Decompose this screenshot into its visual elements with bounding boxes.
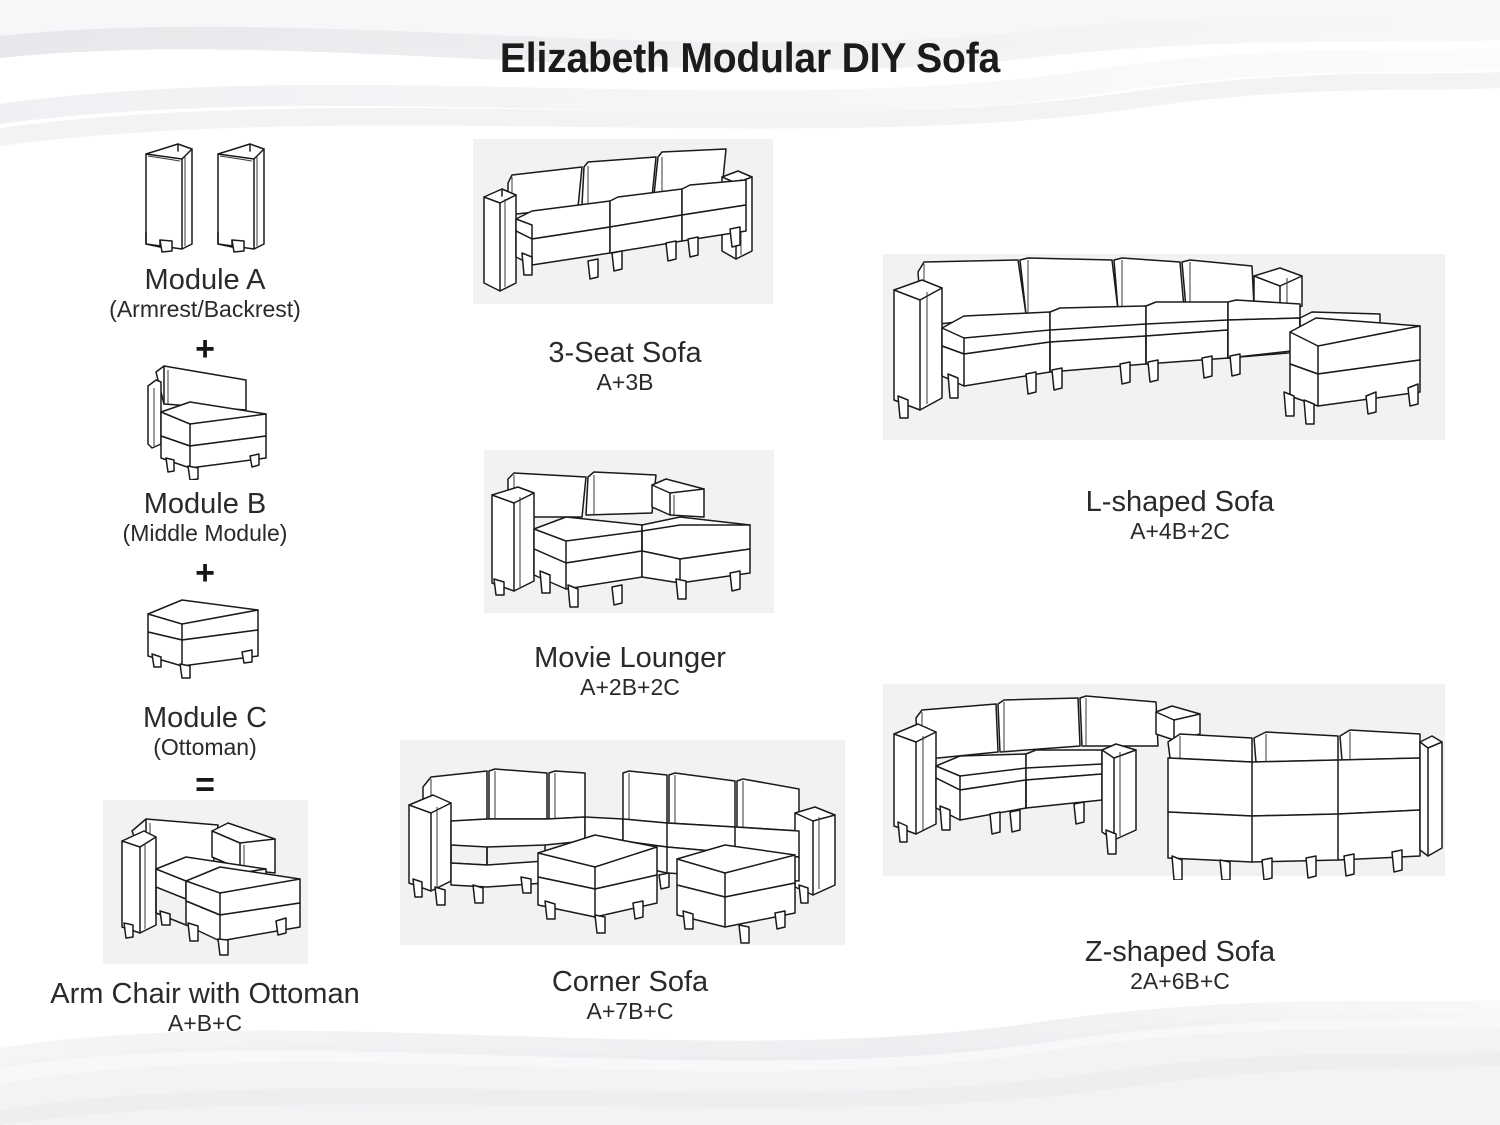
arm-chair-with-ottoman-caption: Arm Chair with Ottoman A+B+C [0,978,410,1038]
module-c-name: Module C [142,702,268,734]
arm-chair-with-ottoman-name: Arm Chair with Ottoman [50,978,360,1010]
module-a-sub: (Armrest/Backrest) [109,296,301,323]
three-seat-sofa-caption: 3-Seat Sofa A+3B [470,337,780,397]
equals-symbol: = [195,766,215,804]
l-shaped-sofa-formula: A+4B+2C [1130,518,1230,545]
l-shaped-sofa-caption: L-shaped Sofa A+4B+2C [1000,486,1360,546]
three-seat-sofa-formula: A+3B [596,369,654,396]
module-c-caption: Module C (Ottoman) [0,702,410,762]
middle-module-icon [128,358,288,480]
l-shaped-sofa-icon [880,250,1450,445]
movie-lounger-name: Movie Lounger [534,642,726,674]
z-shaped-sofa-icon [880,680,1450,880]
module-a-name: Module A [144,264,266,296]
z-shaped-sofa-formula: 2A+6B+C [1130,968,1230,995]
z-shaped-sofa-caption: Z-shaped Sofa 2A+6B+C [1000,936,1360,996]
module-c-sub: (Ottoman) [153,734,257,761]
module-b-name: Module B [143,488,267,520]
three-seat-sofa-name: 3-Seat Sofa [548,337,702,369]
arm-chair-with-ottoman-icon [100,795,325,970]
three-seat-sofa-icon [470,135,780,310]
armrest-panels-icon [120,132,300,264]
arm-chair-with-ottoman-formula: A+B+C [167,1010,243,1037]
l-shaped-sofa-name: L-shaped Sofa [1085,486,1275,518]
corner-sofa-formula: A+7B+C [586,998,674,1025]
z-shaped-sofa-name: Z-shaped Sofa [1084,936,1276,968]
corner-sofa-icon [395,735,850,950]
corner-sofa-caption: Corner Sofa A+7B+C [460,966,800,1026]
corner-sofa-name: Corner Sofa [551,966,709,998]
ottoman-icon [130,594,290,684]
module-a-caption: Module A (Armrest/Backrest) [0,264,410,324]
movie-lounger-formula: A+2B+2C [580,674,680,701]
module-b-sub: (Middle Module) [122,520,288,547]
movie-lounger-caption: Movie Lounger A+2B+2C [470,642,790,702]
page-title: Elizabeth Modular DIY Sofa [499,34,1001,81]
plus-symbol-1: + [195,330,215,368]
movie-lounger-icon [480,445,780,620]
module-b-caption: Module B (Middle Module) [0,488,410,548]
plus-symbol-2: + [195,554,215,592]
